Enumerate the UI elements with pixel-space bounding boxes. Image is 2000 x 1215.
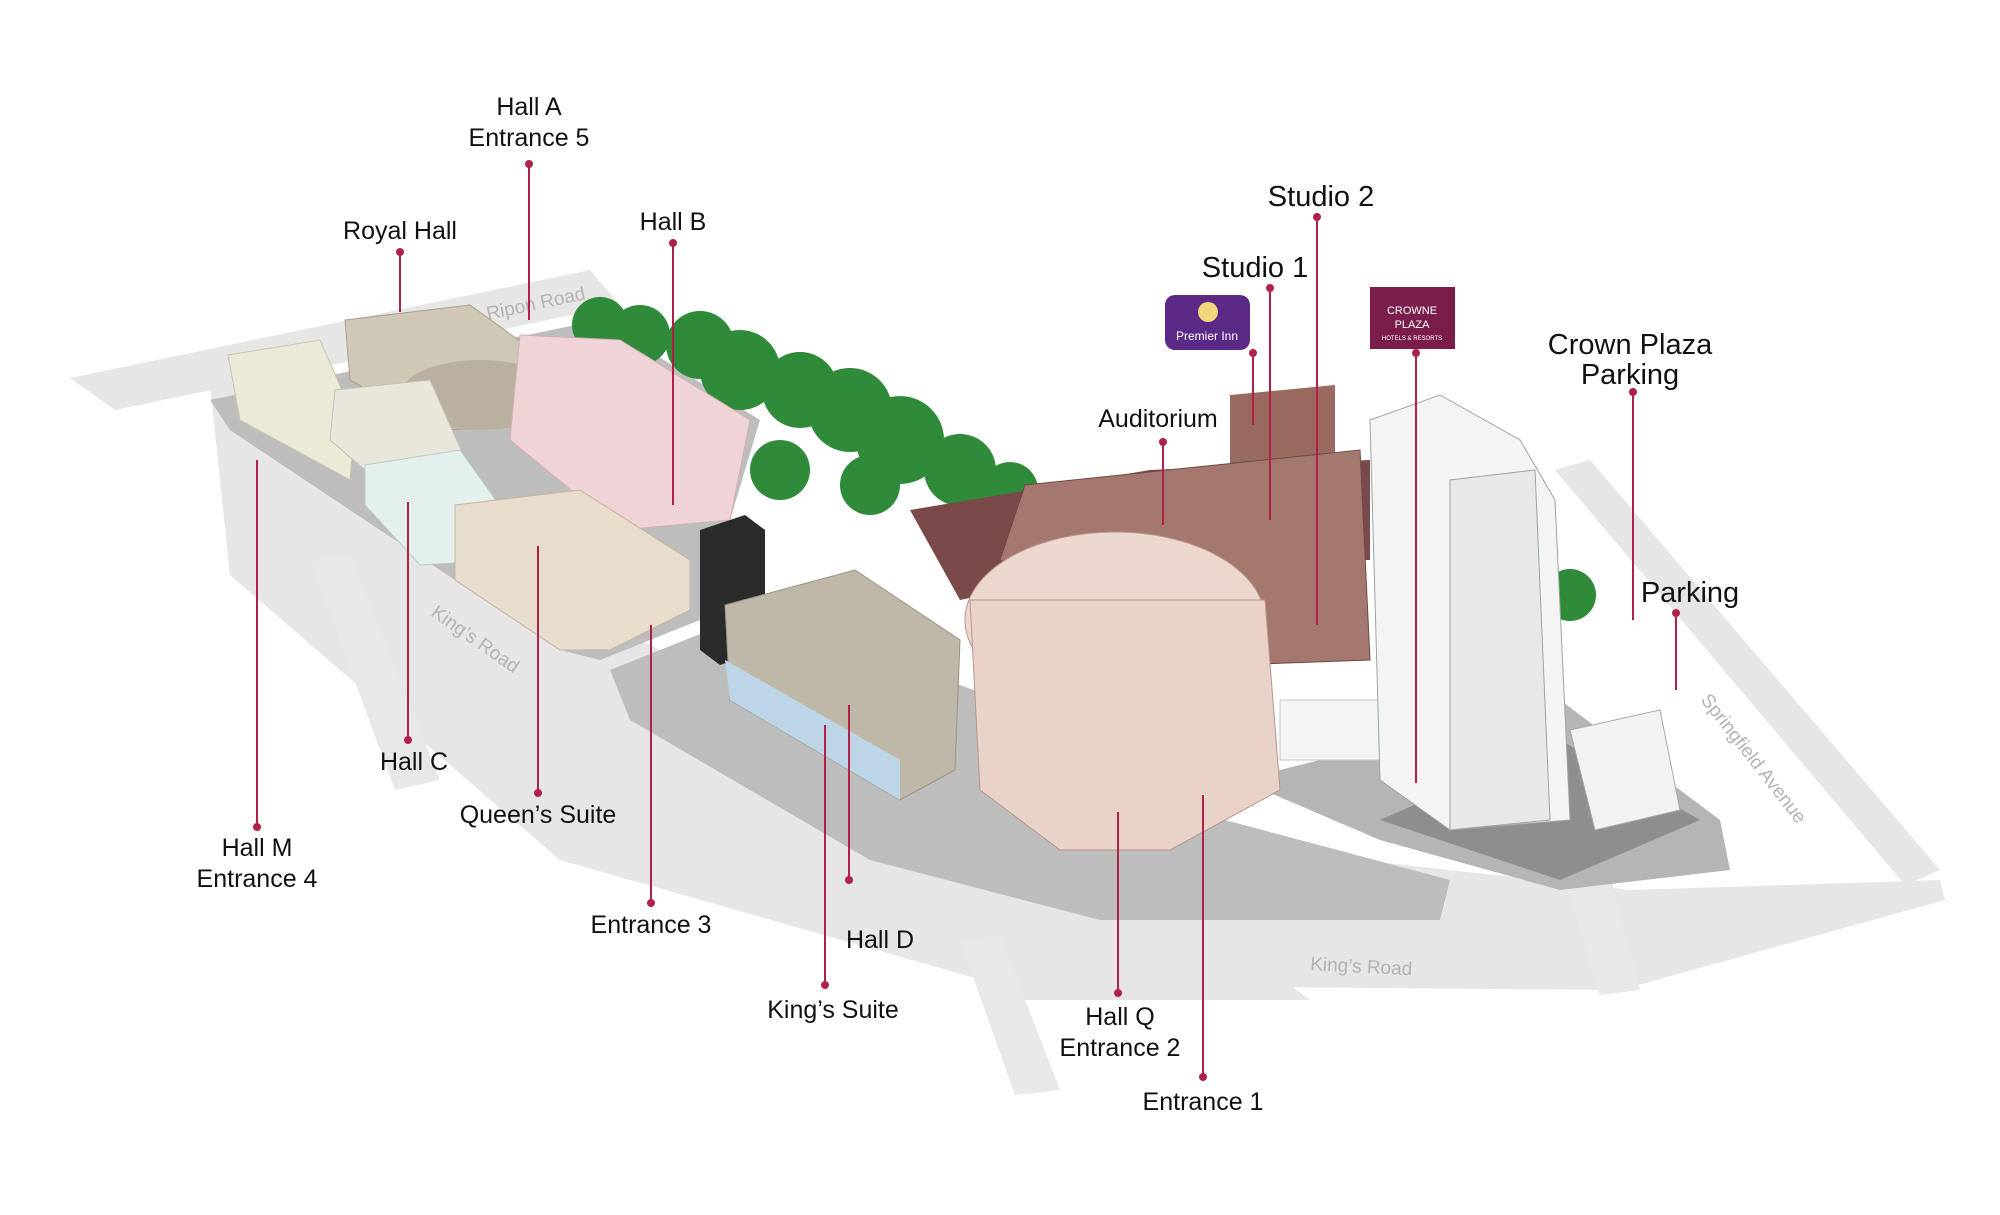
label-hall-b: Hall B <box>639 208 707 236</box>
auditorium-body <box>969 599 1281 851</box>
label-hall-m: Hall M Entrance 4 <box>197 833 318 895</box>
ripon-road <box>70 270 620 410</box>
label-entrance-2: Entrance 2 <box>1059 1034 1181 1062</box>
side-street-right <box>1565 875 1640 995</box>
label-kings-suite: King’s Suite <box>767 996 899 1024</box>
label-hall-m-name: Hall M <box>221 834 293 862</box>
label-parking: Parking <box>1640 577 1740 609</box>
label-studio-2: Studio 2 <box>1267 181 1375 213</box>
label-entrance-1: Entrance 1 <box>1142 1088 1264 1116</box>
label-hall-c: Hall C <box>379 748 449 776</box>
kings-road-upper <box>210 370 1945 990</box>
crowne-plaza-logo: CROWNE PLAZA HOTELS & RESORTS <box>1370 287 1455 349</box>
crowne-plaza-tower-front <box>1449 469 1551 831</box>
springfield-avenue <box>1555 460 1940 885</box>
kings-suite-glass <box>725 660 900 800</box>
side-street-mid <box>960 935 1060 1095</box>
crowne-plaza-logo-line3: HOTELS & RESORTS <box>1382 336 1442 342</box>
label-hall-q-name: Hall Q <box>1085 1003 1155 1031</box>
buildings-centre <box>724 385 1441 851</box>
label-entrance-5: Entrance 5 <box>468 124 590 152</box>
buildings-right <box>1369 394 1681 831</box>
label-royal-hall: Royal Hall <box>343 217 457 245</box>
crowne-plaza-logo-line1: CROWNE <box>1387 305 1437 317</box>
label-hall-a: Hall A Entrance 5 <box>469 92 590 154</box>
parking-building <box>1569 709 1681 831</box>
label-queens-suite: Queen’s Suite <box>459 801 617 829</box>
label-crown-plaza-parking-line2: Parking <box>1580 359 1680 391</box>
label-hall-a-name: Hall A <box>496 93 562 121</box>
label-crown-plaza-parking: Crown Plaza Parking <box>1548 330 1712 390</box>
label-crown-plaza-parking-line1: Crown Plaza <box>1547 329 1713 361</box>
label-studio-1: Studio 1 <box>1201 252 1309 284</box>
premier-inn-logo: Premier Inn <box>1165 295 1250 350</box>
crowne-plaza-logo-line2: PLAZA <box>1395 319 1431 331</box>
label-hall-d: Hall D <box>845 926 915 954</box>
leader-lines <box>253 160 1680 1081</box>
buildings-left <box>227 304 765 665</box>
label-entrance-3: Entrance 3 <box>590 911 712 939</box>
label-auditorium: Auditorium <box>1098 405 1218 433</box>
label-entrance-4: Entrance 4 <box>196 865 318 893</box>
label-hall-q: Hall Q Entrance 2 <box>1060 1002 1181 1064</box>
premier-inn-logo-text: Premier Inn <box>1176 329 1238 343</box>
